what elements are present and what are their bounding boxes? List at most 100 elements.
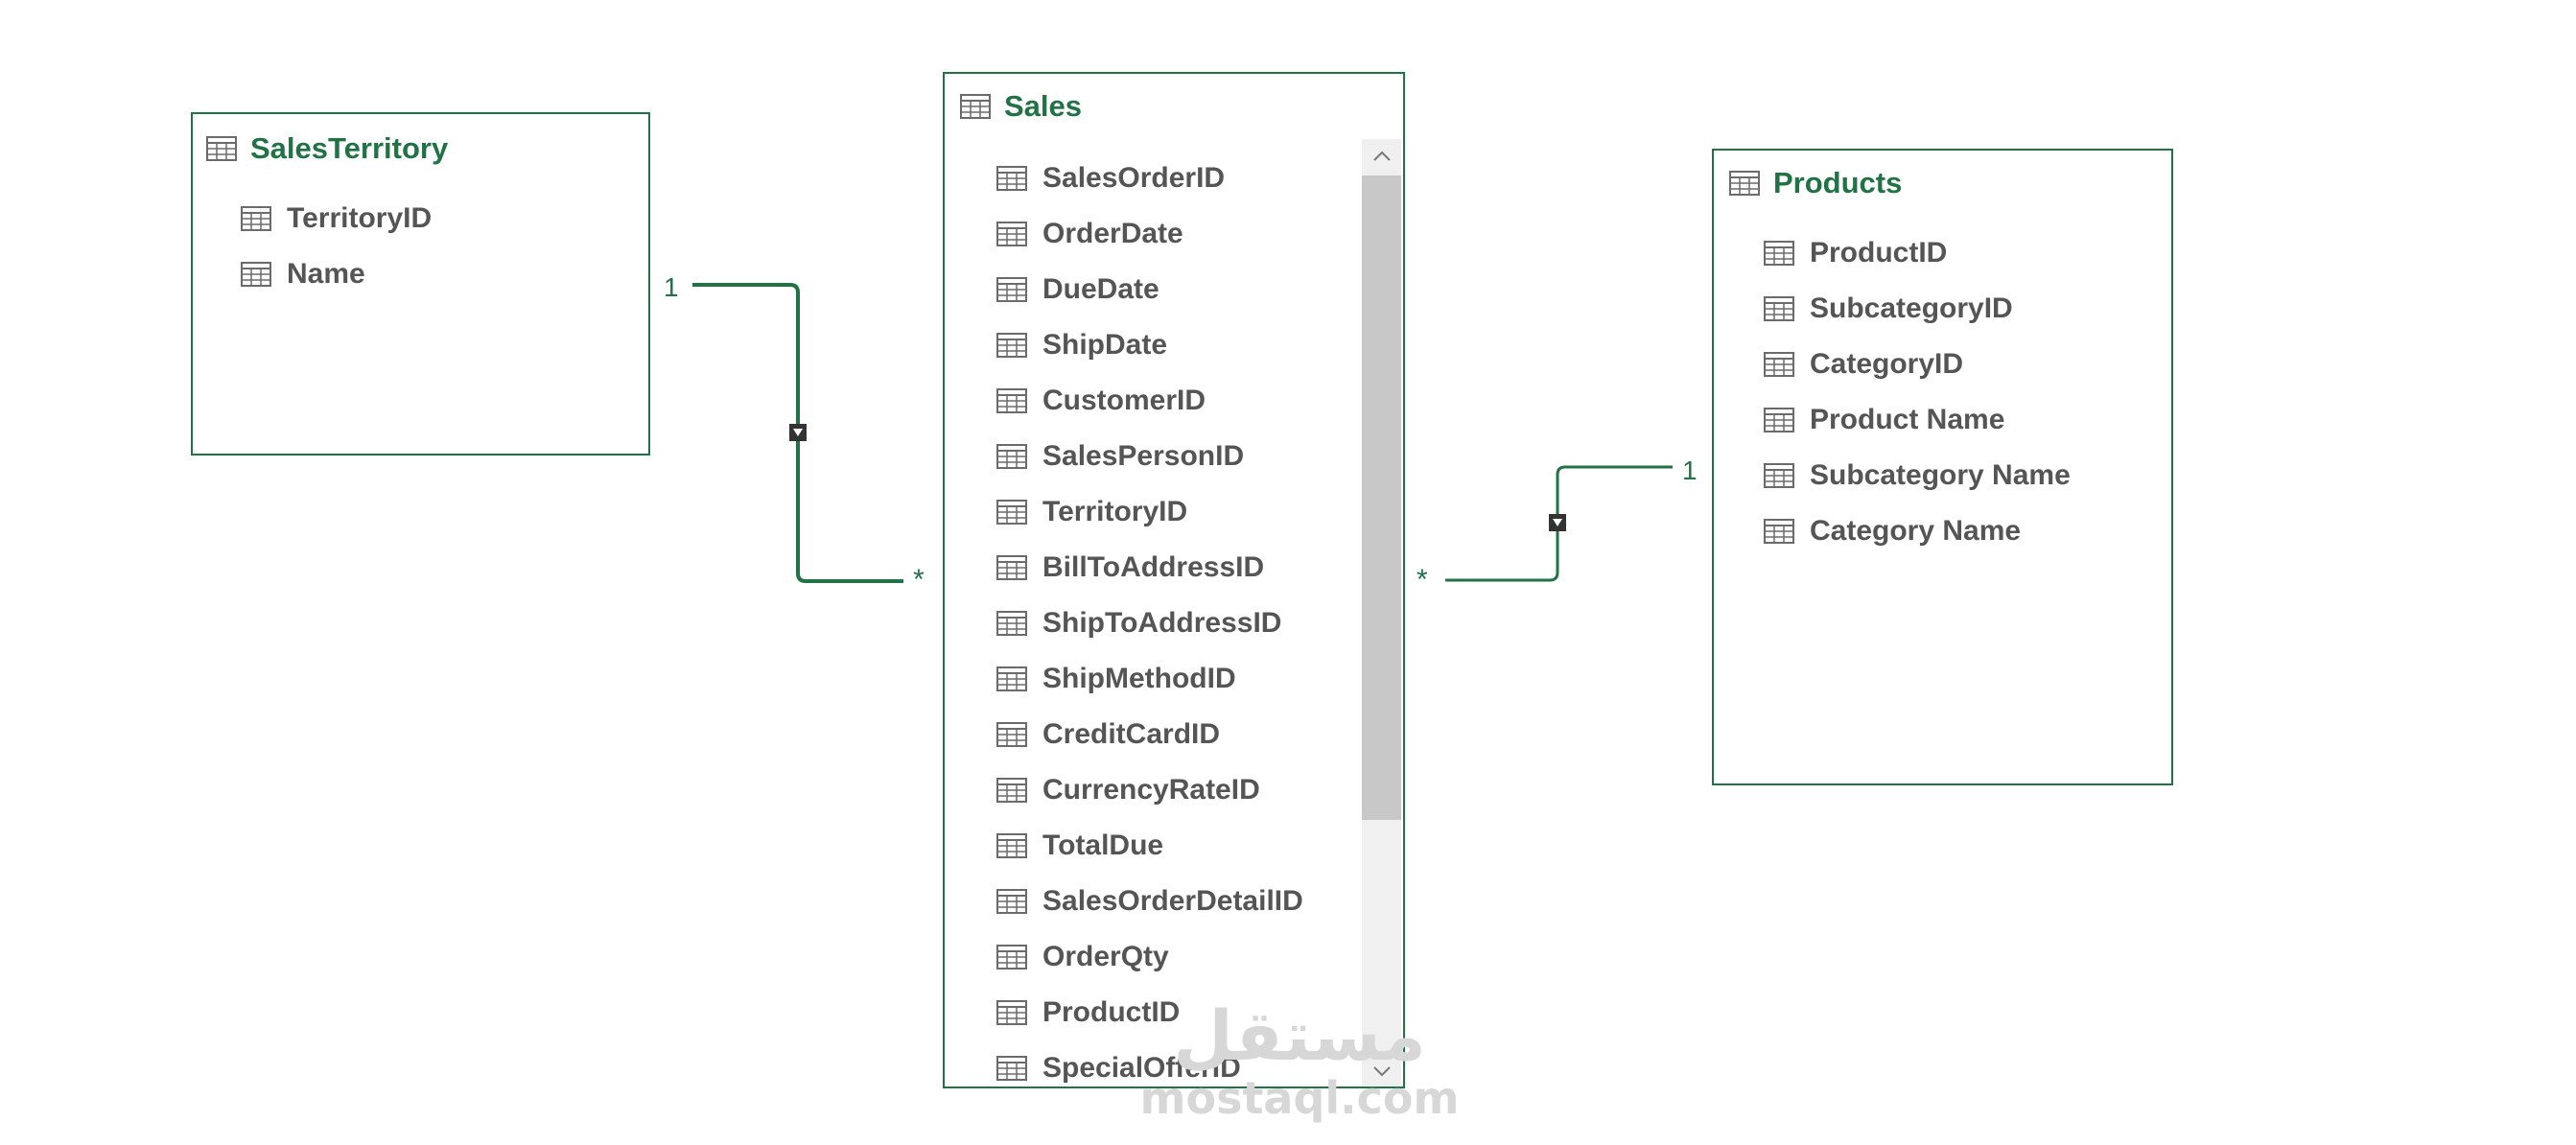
scroll-up-icon[interactable] xyxy=(1362,139,1401,174)
cardinality-one-territory: 1 xyxy=(664,272,679,302)
cardinality-one-products: 1 xyxy=(1682,456,1698,485)
field-item[interactable]: TerritoryID xyxy=(996,484,1303,540)
field-label: SubcategoryID xyxy=(1810,292,2013,324)
column-icon xyxy=(996,889,1027,914)
field-label: OrderQty xyxy=(1042,941,1169,972)
field-label: ProductID xyxy=(1042,996,1181,1028)
field-label: CategoryID xyxy=(1810,348,1964,380)
column-icon xyxy=(241,206,271,231)
column-icon xyxy=(996,166,1027,191)
field-label: OrderDate xyxy=(1042,218,1183,249)
field-item[interactable]: OrderDate xyxy=(996,206,1303,262)
column-icon xyxy=(996,833,1027,858)
field-item[interactable]: ShipDate xyxy=(996,317,1303,373)
column-icon xyxy=(996,222,1027,246)
field-item[interactable]: SalesOrderID xyxy=(996,151,1303,206)
column-icon xyxy=(1764,408,1794,432)
watermark: مستقل mostaql.com xyxy=(1136,997,1463,1122)
field-item[interactable]: Product Name xyxy=(1764,392,2071,448)
vertical-scrollbar[interactable] xyxy=(1362,139,1401,1087)
column-icon xyxy=(996,611,1027,636)
table-grid-icon xyxy=(1729,171,1760,196)
field-item[interactable]: DueDate xyxy=(996,262,1303,317)
field-list: ProductID SubcategoryID CategoryID Product … xyxy=(1764,225,2071,559)
field-label: TotalDue xyxy=(1042,830,1164,861)
table-salesterritory[interactable]: SalesTerritory TerritoryID Name xyxy=(191,112,650,456)
field-item[interactable]: Category Name xyxy=(1764,503,2071,559)
field-label: CreditCardID xyxy=(1042,718,1221,750)
field-label: Name xyxy=(287,258,365,290)
field-item[interactable]: Subcategory Name xyxy=(1764,448,2071,503)
table-header[interactable]: Sales xyxy=(960,89,1082,124)
column-icon xyxy=(996,722,1027,747)
table-title: SalesTerritory xyxy=(250,131,449,165)
field-label: CustomerID xyxy=(1042,385,1206,416)
field-item[interactable]: SpecialOfferID xyxy=(996,1040,1303,1087)
field-item[interactable]: CustomerID xyxy=(996,373,1303,429)
field-item[interactable]: SubcategoryID xyxy=(1764,281,2071,337)
column-icon xyxy=(1764,241,1794,266)
field-item[interactable]: ProductID xyxy=(996,985,1303,1040)
cardinality-many-sales-right: * xyxy=(1417,564,1428,596)
field-label: ProductID xyxy=(1810,237,1948,269)
field-item[interactable]: ProductID xyxy=(1764,225,2071,281)
field-item[interactable]: CurrencyRateID xyxy=(996,762,1303,818)
column-icon xyxy=(1764,296,1794,321)
table-title: Sales xyxy=(1004,89,1083,123)
field-label: Product Name xyxy=(1810,404,2005,435)
column-icon xyxy=(241,262,271,287)
column-icon xyxy=(1764,463,1794,488)
column-icon xyxy=(996,555,1027,580)
field-label: ShipMethodID xyxy=(1042,663,1236,694)
field-item[interactable]: Name xyxy=(241,246,432,302)
table-header[interactable]: Products xyxy=(1729,166,1902,200)
filter-direction-icon[interactable] xyxy=(789,424,807,441)
table-products[interactable]: Products ProductID SubcategoryID CategoryI… xyxy=(1712,149,2173,785)
table-grid-icon xyxy=(960,94,991,119)
filter-direction-icon[interactable] xyxy=(1549,514,1566,531)
column-icon xyxy=(996,333,1027,358)
field-item[interactable]: ShipToAddressID xyxy=(996,596,1303,651)
field-label: TerritoryID xyxy=(287,202,433,234)
table-title: Products xyxy=(1773,166,1903,199)
column-icon xyxy=(1764,352,1794,377)
column-icon xyxy=(996,1000,1027,1025)
scroll-thumb[interactable] xyxy=(1362,175,1401,820)
column-icon xyxy=(996,666,1027,691)
column-icon xyxy=(996,945,1027,970)
field-label: BillToAddressID xyxy=(1042,551,1265,583)
field-label: SalesOrderID xyxy=(1042,162,1226,194)
field-label: ShipDate xyxy=(1042,329,1168,361)
field-label: CurrencyRateID xyxy=(1042,774,1260,806)
column-icon xyxy=(1764,519,1794,544)
column-icon xyxy=(996,500,1027,525)
field-item[interactable]: CreditCardID xyxy=(996,707,1303,762)
field-item[interactable]: TotalDue xyxy=(996,818,1303,874)
field-item[interactable]: TerritoryID xyxy=(241,191,432,246)
field-list: TerritoryID Name xyxy=(241,191,432,302)
column-icon xyxy=(996,444,1027,469)
scroll-down-icon[interactable] xyxy=(1362,1054,1401,1087)
column-icon xyxy=(996,778,1027,803)
watermark-latin: mostaql.com xyxy=(1139,1072,1460,1124)
field-item[interactable]: BillToAddressID xyxy=(996,540,1303,596)
column-icon xyxy=(996,1056,1027,1081)
table-header[interactable]: SalesTerritory xyxy=(206,131,448,166)
field-item[interactable]: ShipMethodID xyxy=(996,651,1303,707)
table-grid-icon xyxy=(206,136,237,161)
field-label: Category Name xyxy=(1810,515,2022,547)
field-label: TerritoryID xyxy=(1042,496,1188,527)
field-item[interactable]: CategoryID xyxy=(1764,337,2071,392)
field-item[interactable]: SalesPersonID xyxy=(996,429,1303,484)
field-item[interactable]: SalesOrderDetailID xyxy=(996,874,1303,929)
column-icon xyxy=(996,388,1027,413)
watermark-arabic: مستقل xyxy=(1173,995,1426,1076)
field-label: SalesPersonID xyxy=(1042,440,1245,472)
field-label: DueDate xyxy=(1042,273,1159,305)
cardinality-many-sales-left: * xyxy=(913,564,925,596)
field-label: ShipToAddressID xyxy=(1042,607,1282,639)
field-item[interactable]: OrderQty xyxy=(996,929,1303,985)
